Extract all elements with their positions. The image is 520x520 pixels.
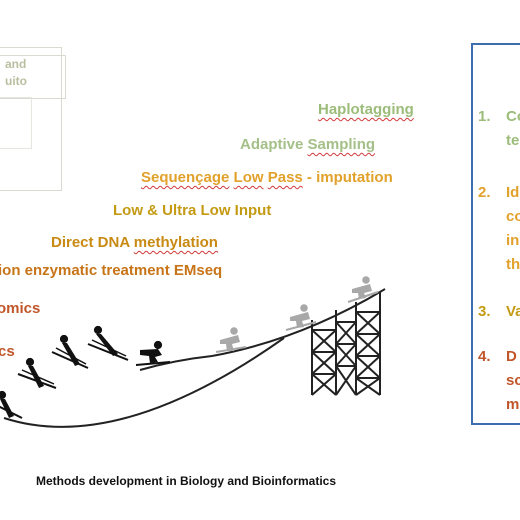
label-text-segment: cs (0, 343, 15, 360)
objective-text-2-4: th (506, 256, 520, 273)
label-text-segment: omics (0, 300, 41, 317)
objective-text-4-2: sc (506, 372, 520, 389)
objective-text-3-1: Va (506, 303, 520, 320)
label-ics: cs (0, 343, 15, 360)
label-text-segment: Direct DNA (51, 234, 134, 251)
top-left-text-line-1: and (5, 57, 27, 71)
top-left-frame (0, 47, 62, 191)
label-adaptive-sampling: Adaptive Sampling (240, 136, 375, 153)
figure-caption: Methods development in Biology and Bioin… (36, 474, 337, 488)
label-text-segment: Sequençage (141, 169, 230, 186)
ramp-tower (311, 292, 381, 396)
objective-text-4-1: D (506, 348, 517, 365)
top-left-text-line-2: uito (5, 74, 27, 88)
label-text-segment: - imputation (302, 169, 393, 186)
label-direct-dna-methylation: Direct DNA methylation (51, 234, 218, 251)
top-left-text-box: and uito (0, 55, 66, 99)
objective-text-1-1: Co (506, 108, 520, 125)
label-text-segment: ion enzymatic treatment EMseq (0, 262, 223, 279)
objective-number-2: 2. (478, 184, 491, 201)
label-low-ultra-low-input: Low & Ultra Low Input (113, 202, 271, 219)
landing-slope (3, 337, 285, 428)
objective-number-4: 4. (478, 348, 491, 365)
label-text-segment: Sampling (307, 136, 376, 153)
ramp-inrun (211, 288, 386, 357)
label-text-segment: Adaptive (240, 136, 308, 153)
top-left-sub-frame (0, 97, 32, 149)
skier-takeoff (135, 340, 171, 366)
label-text-segment: Pass (267, 169, 303, 186)
skier-inrun-1 (215, 327, 247, 353)
objective-number-3: 3. (478, 303, 491, 320)
objectives-panel (471, 43, 520, 425)
objective-text-2-3: in (506, 232, 520, 249)
objective-text-2-2: co (506, 208, 520, 225)
label-text-segment: Low (233, 169, 264, 186)
objective-text-2-1: Id (506, 184, 520, 201)
label-text-segment: methylation (133, 234, 218, 251)
label-omics: omics (0, 300, 40, 317)
label-emseq: ion enzymatic treatment EMseq (0, 262, 222, 279)
objective-text-4-3: m (506, 396, 520, 413)
objective-text-1-2: te (506, 132, 520, 149)
ramp-takeoff (139, 355, 213, 371)
skier-inrun-2 (285, 304, 317, 331)
skier-flight-1 (87, 325, 129, 361)
label-sequencage-low-pass: Sequençage Low Pass - imputation (141, 169, 393, 186)
label-haplotagging: Haplotagging (318, 101, 414, 118)
skier-flight-3 (17, 357, 57, 389)
label-text-segment: Haplotagging (318, 101, 414, 118)
objective-number-1: 1. (478, 108, 491, 125)
skier-flight-2 (51, 334, 89, 369)
skier-flight-4 (0, 390, 23, 419)
label-text-segment: Low & Ultra Low Input (113, 202, 272, 219)
skier-inrun-3 (347, 276, 379, 303)
